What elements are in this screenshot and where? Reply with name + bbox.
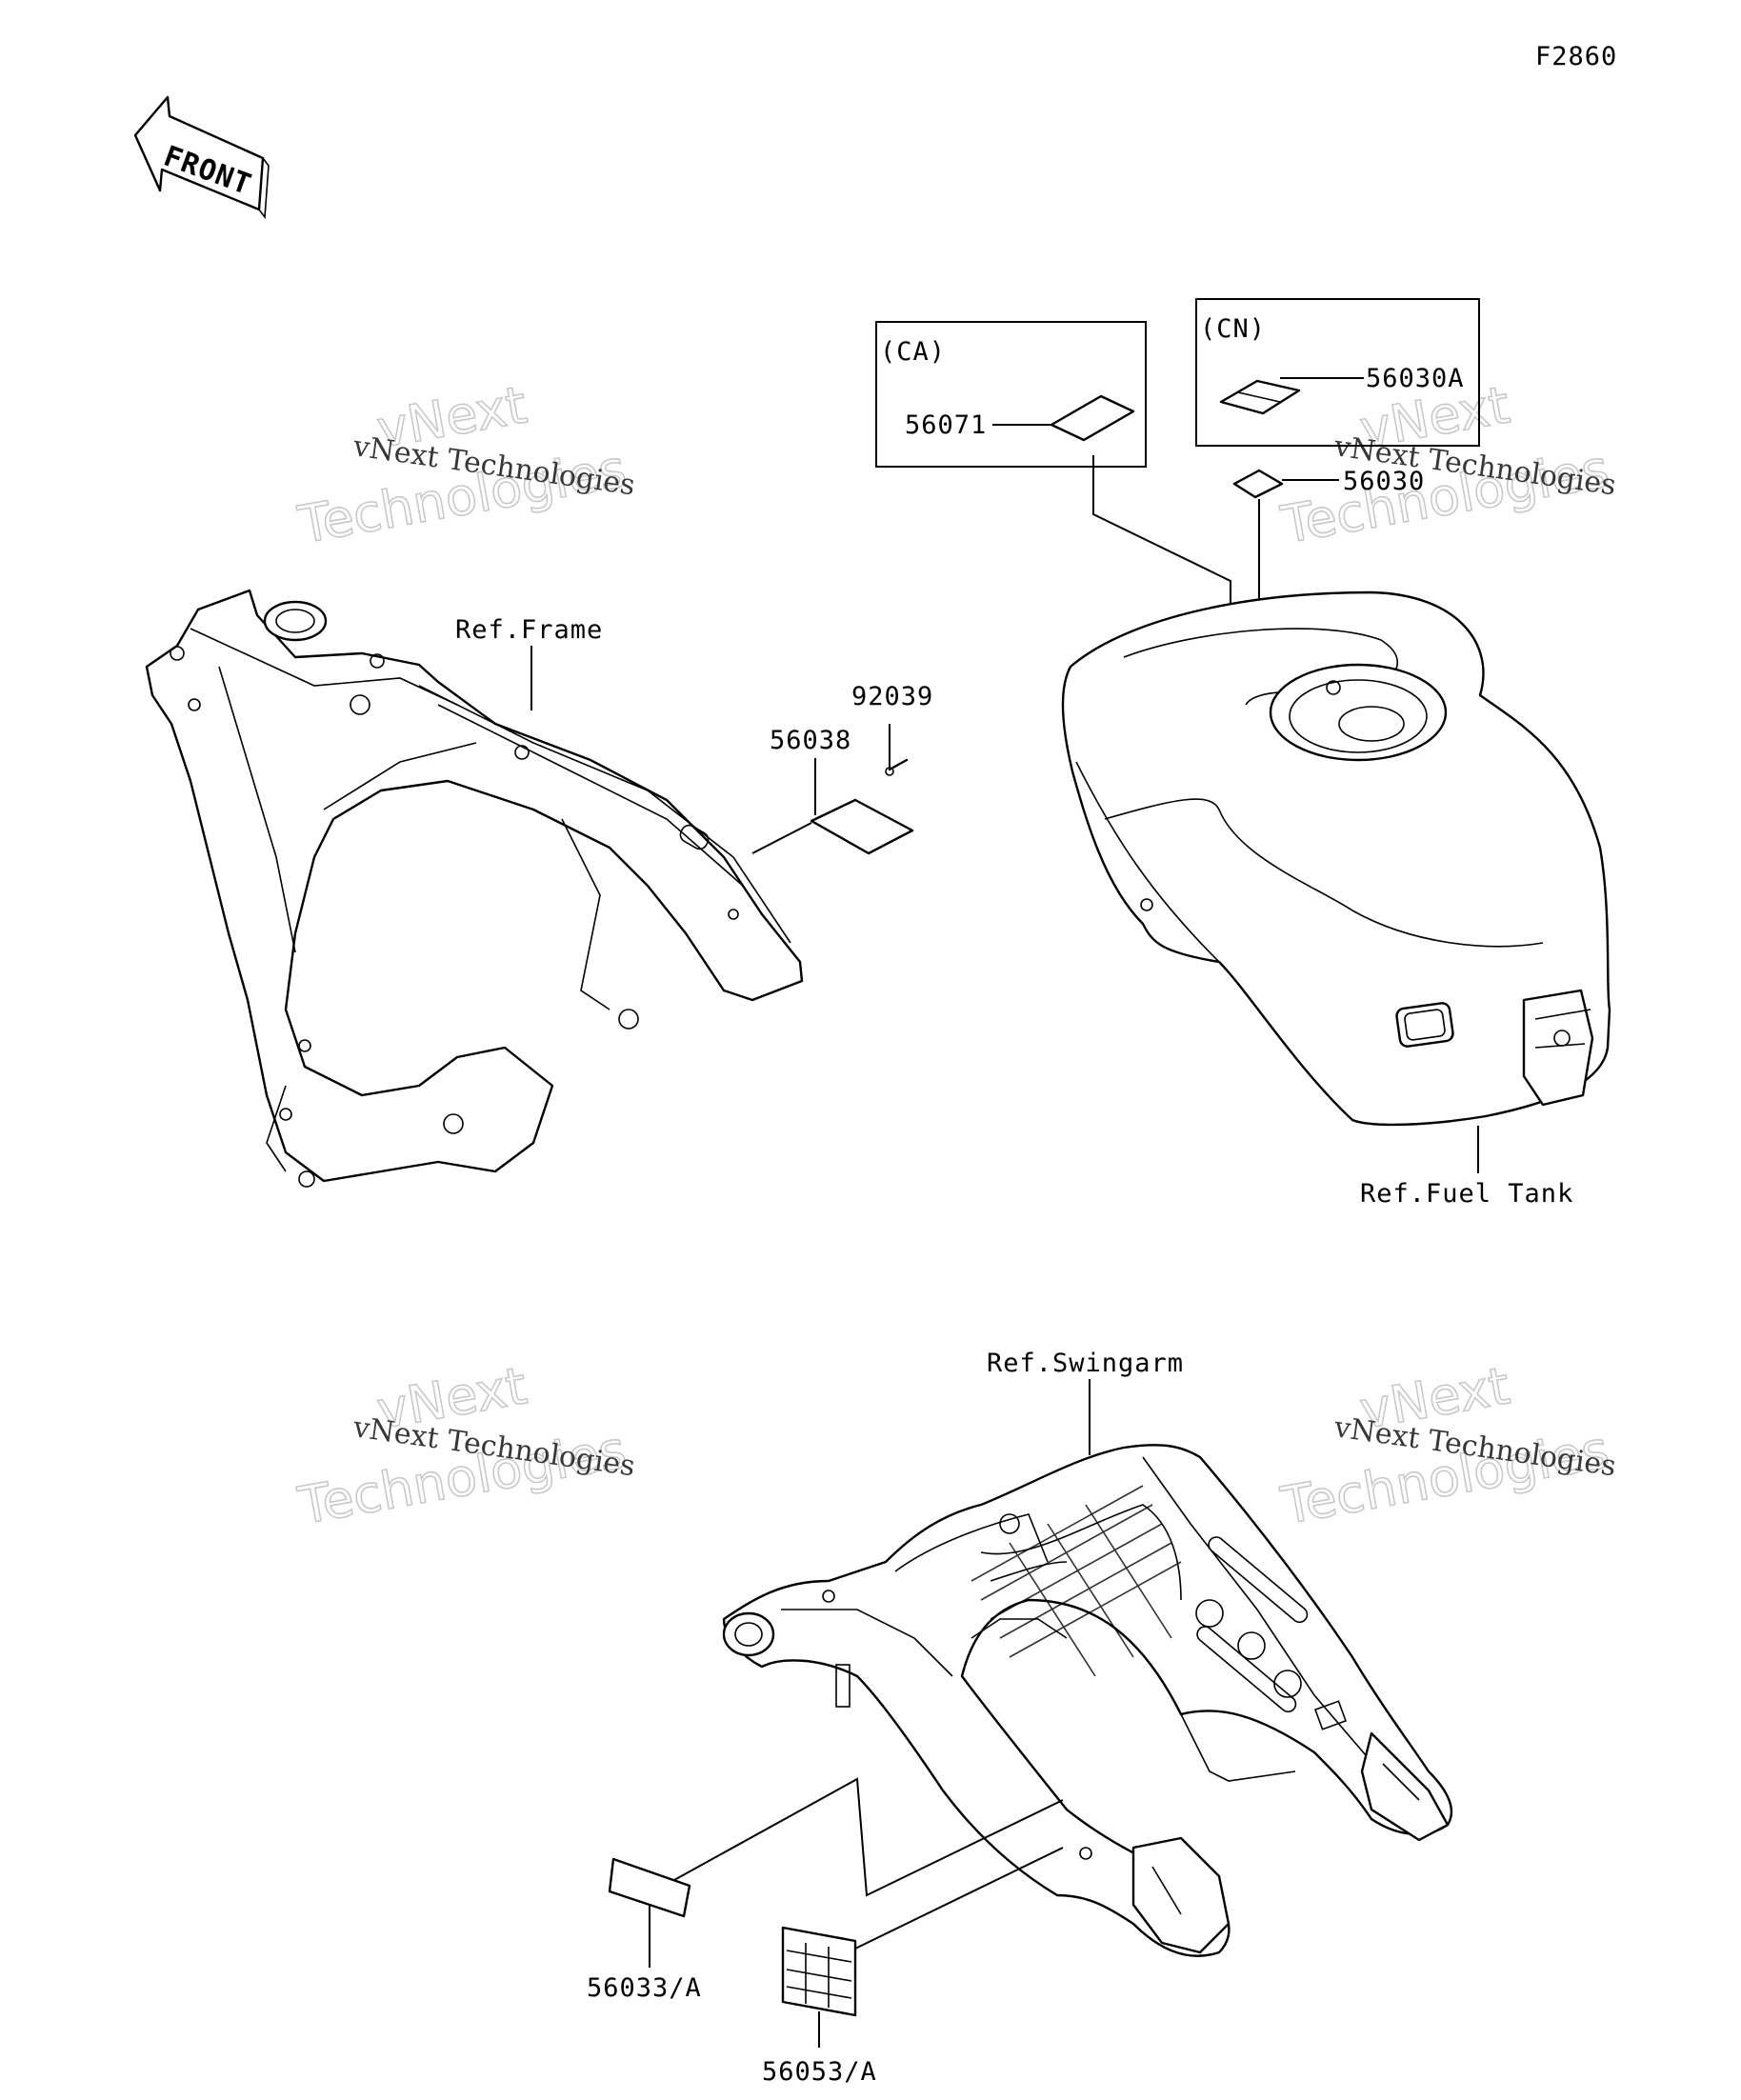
reference-swingarm: Ref.Swingarm — [987, 1349, 1184, 1378]
region-box-ca: (CA) 56071 — [875, 321, 1147, 468]
figure-code: F2860 — [1535, 42, 1617, 71]
part-number-56071: 56071 — [905, 410, 987, 440]
fuel-tank-drawing — [1061, 590, 1611, 1173]
part-number-56038: 56038 — [770, 726, 851, 755]
label-56030: 56030 — [1232, 467, 1425, 499]
label-56033a — [608, 1857, 691, 1968]
swingarm-drawing — [722, 1379, 1453, 1957]
region-box-ca-label: (CA) — [880, 337, 946, 367]
watermark-top-left: vNext Technologies vNext Technologies — [293, 374, 637, 556]
label-56030-icon — [1232, 469, 1284, 499]
watermark-bottom-right: vNext Technologies vNext Technologies — [1276, 1355, 1618, 1537]
region-box-cn-label: (CN) — [1200, 314, 1266, 344]
leader-56033a — [673, 1777, 1064, 1897]
part-number-56030: 56030 — [1343, 467, 1425, 496]
part-number-56053a: 56053/A — [762, 2057, 877, 2087]
leader-56053a — [854, 1847, 1064, 1950]
label-56053a — [781, 1926, 857, 2048]
frame-drawing — [145, 589, 804, 1188]
label-56071-icon — [1050, 394, 1135, 442]
part-number-56033a: 56033/A — [587, 1973, 702, 2003]
reference-frame: Ref.Frame — [455, 615, 603, 645]
label-56033a-icon — [608, 1857, 691, 1918]
part-number-56030a: 56030A — [1366, 364, 1465, 393]
watermark-bottom-left: vNext Technologies vNext Technologies — [293, 1355, 637, 1537]
front-arrow-icon: FRONT — [133, 95, 270, 220]
region-box-cn: (CN) 56030A — [1195, 298, 1480, 447]
part-number-92039: 92039 — [851, 682, 933, 711]
watermark-top-right: vNext Technologies vNext Technologies — [1276, 374, 1618, 556]
label-56053a-icon — [781, 1926, 857, 2017]
reference-fuel-tank: Ref.Fuel Tank — [1360, 1179, 1573, 1209]
plate-56038-drawing — [751, 724, 914, 855]
swingarm-mesh — [971, 1485, 1182, 1677]
